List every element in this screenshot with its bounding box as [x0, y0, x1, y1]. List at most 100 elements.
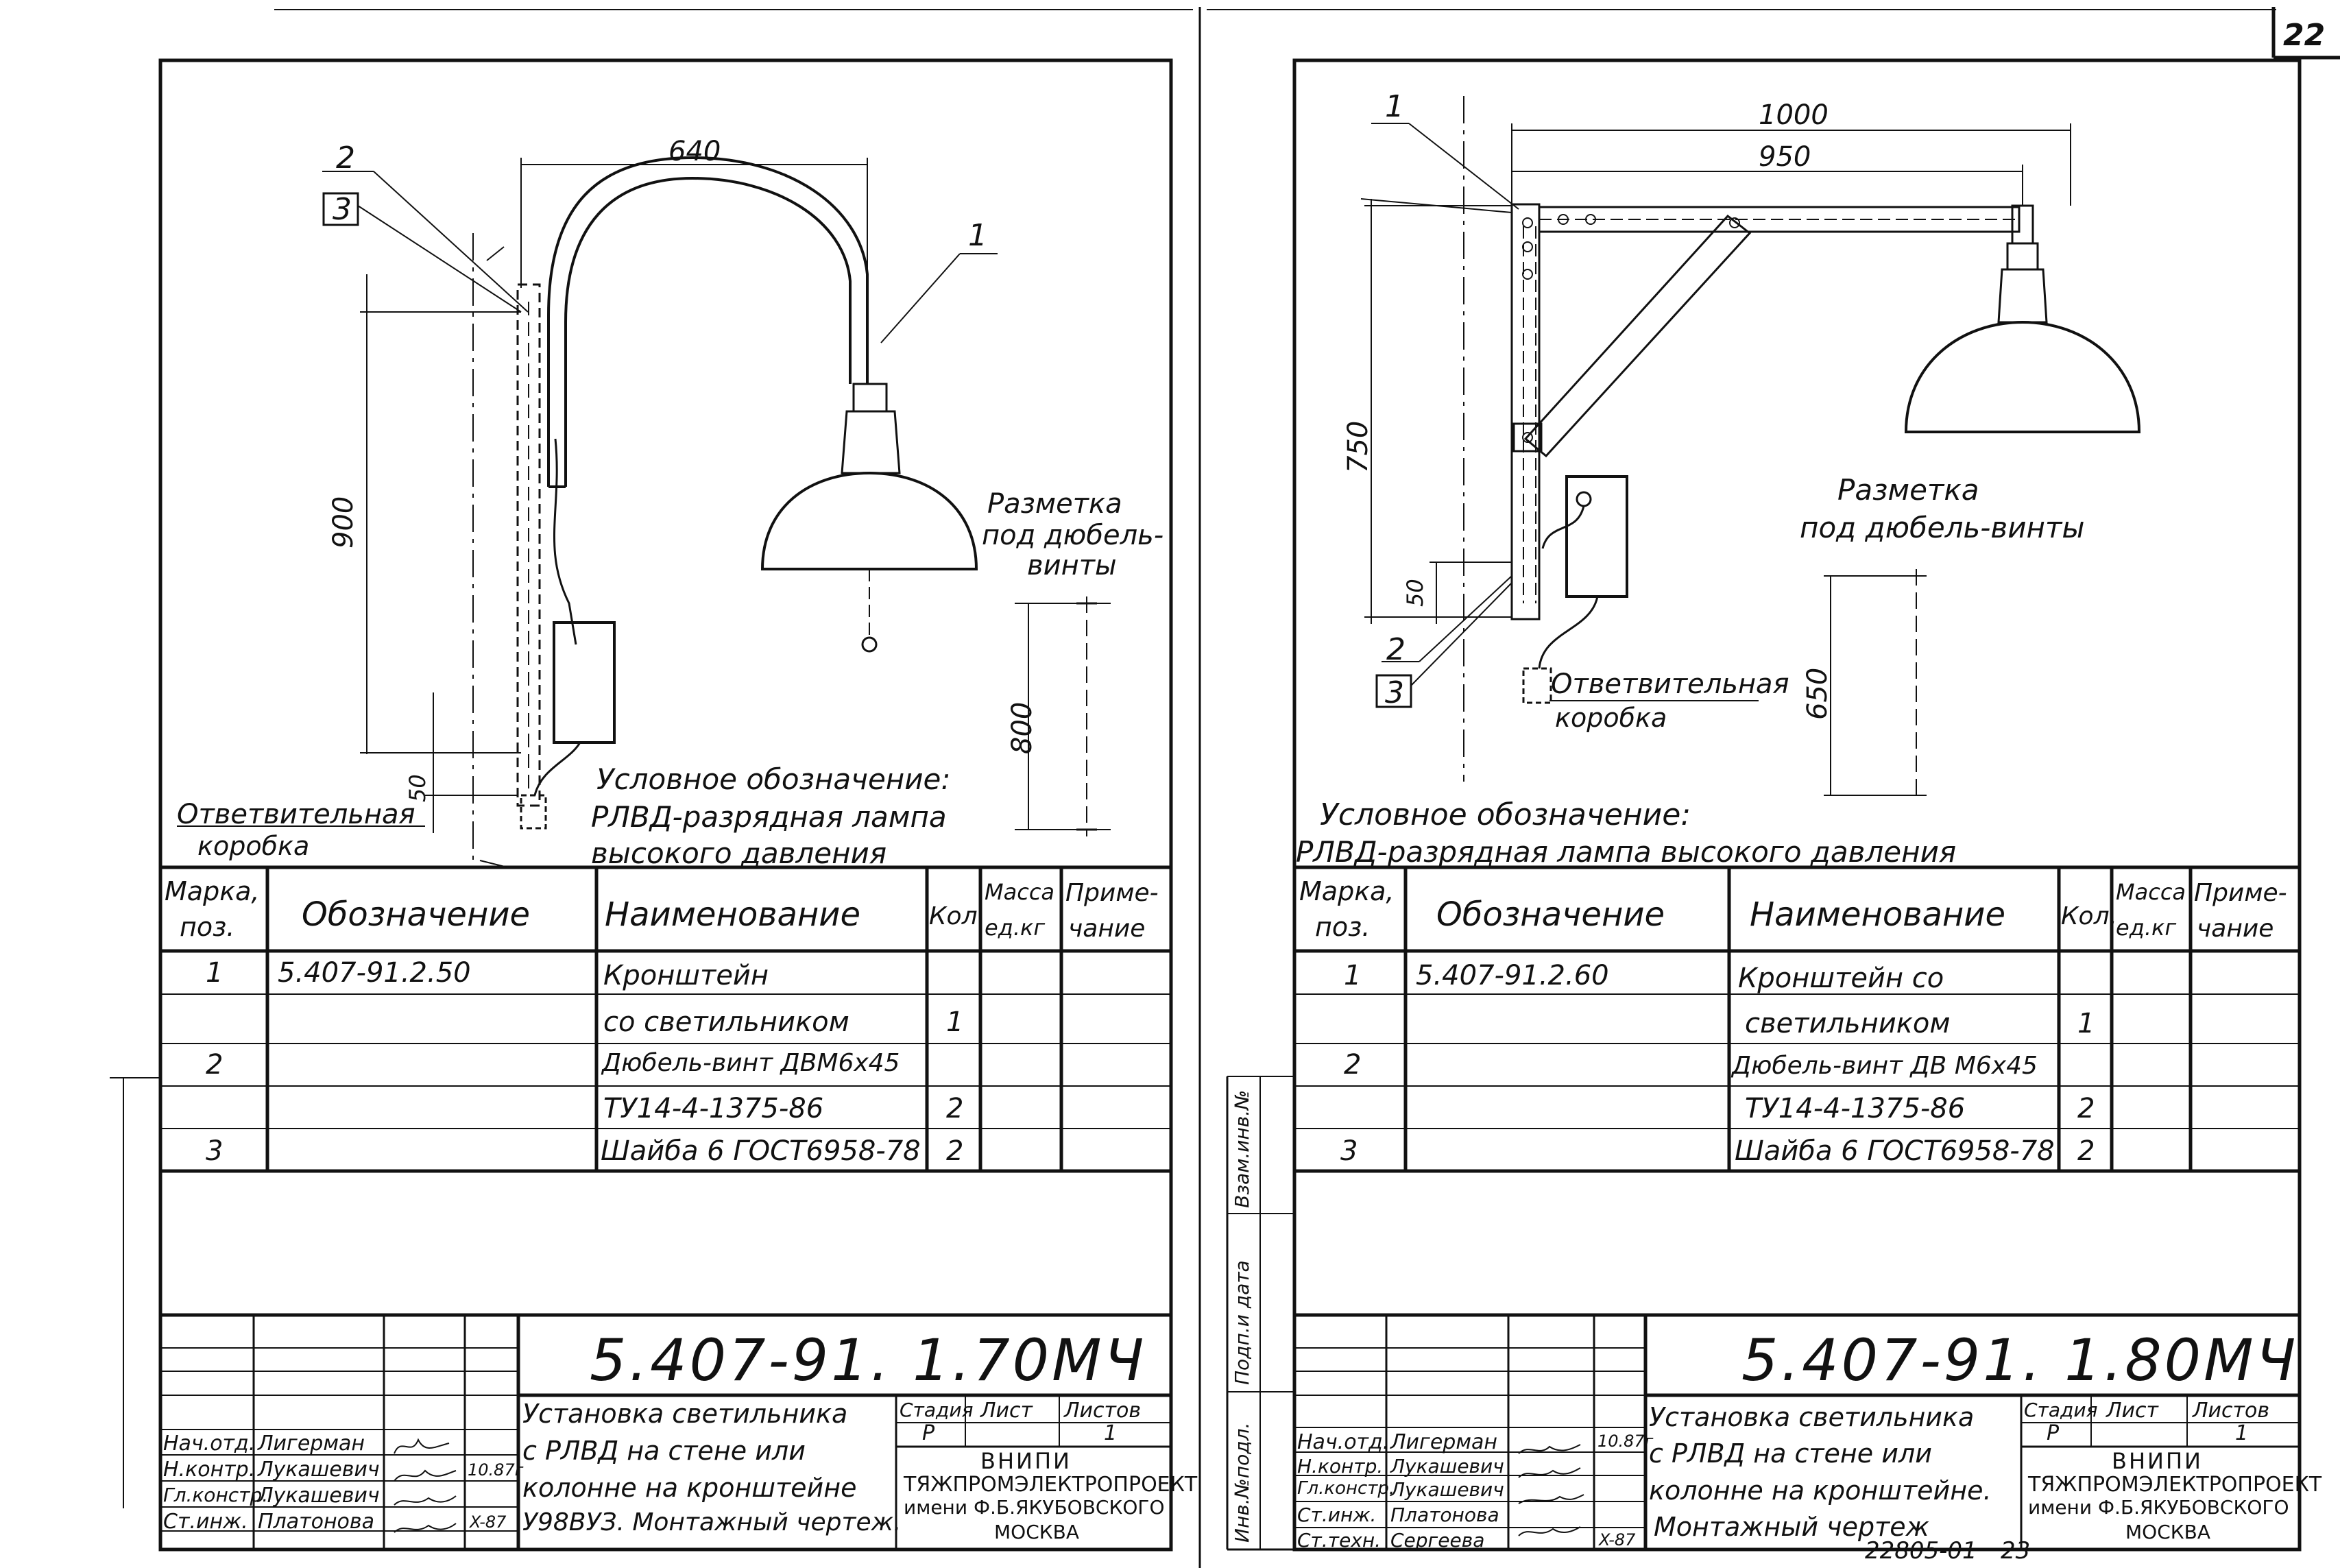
hdr-mass-1: Масса: [2116, 879, 2186, 905]
hdr-note-1: Приме-: [2194, 879, 2287, 907]
row4-qty: 2: [946, 1093, 964, 1124]
hdr-mark-1: Марка,: [165, 876, 260, 906]
dim-width: 640: [668, 136, 721, 167]
hdr-note-1: Приме-: [1065, 879, 1159, 907]
hdr-mass-2: ед.кг: [985, 915, 1046, 941]
row1-mark: 1: [206, 957, 224, 989]
title-3: колонне на кронштейне.: [1649, 1475, 1992, 1506]
signer3-name: Лукашевич: [1390, 1478, 1504, 1501]
hdr-mark-2: поз.: [180, 912, 235, 942]
hdr-mark-1: Марка,: [1299, 876, 1395, 906]
marking-label-2: под дюбель-винты: [1800, 511, 2085, 544]
title-1: Установка светильника: [1649, 1402, 1975, 1432]
signature-marks: [394, 1438, 457, 1533]
signer4-role: Ст.инж.: [163, 1510, 248, 1534]
row1-designation: 5.407-91.2.60: [1416, 960, 1609, 991]
signer4-date: X-87: [470, 1512, 507, 1532]
signer1-name: Лигерман: [258, 1432, 365, 1456]
callout-2: 2: [336, 141, 355, 176]
marking-label-3: винты: [1027, 550, 1117, 581]
page-number: 22: [2283, 18, 2326, 53]
callout-3: 3: [1385, 675, 1404, 710]
signer2-role: Н.контр.: [163, 1458, 256, 1482]
marking-label-2: под дюбель-: [982, 520, 1164, 551]
box-label-1: Ответвительная: [1551, 668, 1789, 700]
row4-name: ТУ14-4-1375-86: [1745, 1093, 1966, 1124]
signature-marks: [1518, 1444, 1584, 1536]
stamp-sheets-val: 1: [1104, 1421, 1118, 1445]
callout-1: 1: [1385, 89, 1404, 124]
row5-qty: 2: [2077, 1135, 2095, 1167]
stamp-sheets-val: 1: [2235, 1421, 2249, 1445]
hdr-mass-1: Масса: [985, 879, 1055, 905]
signer2-date: 10.87г: [468, 1460, 524, 1480]
hdr-note-2: чание: [2197, 915, 2274, 943]
title-4: У98ВУЗ. Монтажный чертеж.: [522, 1508, 902, 1536]
row5-mark: 3: [206, 1135, 224, 1167]
stamp-stage: Стадия: [2024, 1399, 2098, 1421]
title-1: Установка светильника: [522, 1399, 848, 1429]
signer5-name: Сергеева: [1390, 1529, 1485, 1552]
title-4: Монтажный чертеж: [1654, 1512, 1929, 1542]
dim-bottom: 50: [405, 774, 431, 802]
row2-qty: 1: [2077, 1008, 2095, 1039]
side-stamp-sign: Подп.и дата: [1231, 1260, 1253, 1385]
footer-page: 23: [2001, 1537, 2031, 1565]
side-stamp-replace: Взам.инв.№: [1231, 1089, 1253, 1208]
side-stamp-inv: Инв.№подл.: [1231, 1422, 1253, 1543]
row1-mark: 1: [1344, 960, 1362, 991]
hdr-mass-2: ед.кг: [2116, 915, 2177, 941]
signer4-name: Платонова: [1390, 1504, 1499, 1526]
signer4-role: Ст.инж.: [1297, 1504, 1377, 1526]
dim-marking: 650: [1802, 667, 1833, 720]
row2-name: со светильником: [603, 1006, 849, 1038]
stamp-sheets: Листов: [2193, 1399, 2270, 1423]
signer3-role: Гл.констр.: [163, 1484, 269, 1506]
hdr-qty: Кол.: [929, 902, 986, 930]
hdr-designation: Обозначение: [302, 895, 531, 934]
signer2-role: Н.контр.: [1297, 1455, 1384, 1477]
row5-mark: 3: [1340, 1135, 1358, 1167]
row1-name: Кронштейн со: [1738, 963, 1944, 994]
row5-name: Шайба 6 ГОСТ6958-78: [1735, 1135, 2055, 1167]
hdr-name: Наименование: [1750, 895, 2006, 934]
dim-height: 750: [1342, 420, 1374, 473]
dim-length-inner: 950: [1759, 141, 1811, 173]
row2-name: светильником: [1745, 1008, 1951, 1039]
signer5-role: Ст.техн.: [1297, 1529, 1382, 1552]
stamp-sheets: Листов: [1064, 1399, 1142, 1423]
legend-2: РЛВД-разрядная лампа высокого давления: [1296, 835, 1957, 869]
marking-label-1: Разметка: [987, 488, 1122, 520]
signer1-role: Нач.отд.: [163, 1432, 256, 1456]
title-2: с РЛВД на стене или: [522, 1436, 806, 1466]
legend-2: РЛВД-разрядная лампа: [591, 800, 947, 834]
doc-code: 5.407-91. 1.70МЧ: [590, 1327, 1147, 1394]
row3-name: Дюбель-винт ДВ М6х45: [1732, 1052, 2038, 1080]
signer4-name: Платонова: [258, 1510, 374, 1534]
legend-1: Условное обозначение:: [596, 762, 951, 796]
box-label-2: коробка: [1555, 703, 1667, 733]
signer3-name: Лукашевич: [258, 1484, 380, 1508]
hdr-mark-2: поз.: [1315, 912, 1371, 942]
stamp-stage: Стадия: [900, 1399, 974, 1421]
hdr-name: Наименование: [605, 895, 861, 934]
marking-label-1: Разметка: [1837, 473, 1979, 507]
dim-bottom: 50: [1402, 579, 1428, 607]
callout-1: 1: [968, 218, 987, 253]
signer3-role: Гл.констр.: [1297, 1478, 1395, 1499]
title-3: колонне на кронштейне: [522, 1473, 857, 1503]
org-1: ВНИПИ: [2112, 1448, 2203, 1474]
stamp-sheet: Лист: [2106, 1399, 2159, 1423]
hdr-designation: Обозначение: [1436, 895, 1665, 934]
box-label-2: коробка: [197, 831, 310, 861]
org-1: ВНИПИ: [980, 1448, 1072, 1474]
box-label-1: Ответвительная: [177, 799, 415, 830]
signer1-name: Лигерман: [1390, 1430, 1497, 1454]
hdr-qty: Кол.: [2061, 902, 2118, 930]
stamp-stage-val: Р: [2047, 1421, 2060, 1445]
hdr-note-2: чание: [1068, 915, 1146, 943]
org-3: имени Ф.Б.ЯКУБОВСКОГО: [2028, 1496, 2289, 1519]
legend-1: Условное обозначение:: [1320, 797, 1691, 832]
row4-name: ТУ14-4-1375-86: [603, 1093, 824, 1124]
